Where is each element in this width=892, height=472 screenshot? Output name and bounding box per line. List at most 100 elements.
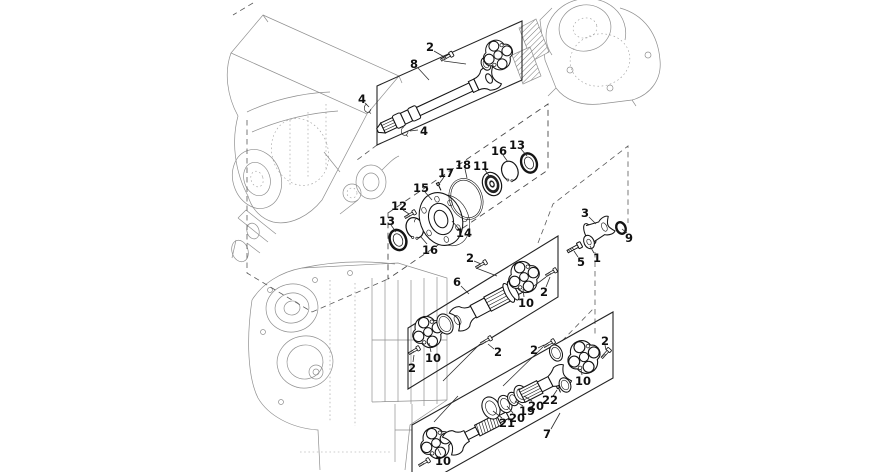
callout-number-12: 12 [391,199,407,213]
callout-number-15: 15 [413,181,429,195]
ring [436,313,454,335]
callout-number-19: 19 [519,404,535,418]
callout-leader-20 [523,395,533,402]
callout-leader-2 [412,354,415,363]
callout-leader-6 [460,285,470,295]
callout-number-11: 11 [473,159,489,173]
mounting-bolts [442,335,557,387]
callout-number-5: 5 [577,255,585,269]
callout-leader-10 [522,288,525,298]
callout-number-2: 2 [466,251,474,265]
bolt [544,267,559,279]
callout-number-10: 10 [435,454,451,468]
callout-leader-2 [537,344,545,349]
seal-ring [517,149,541,177]
splined-shaft [441,411,510,456]
washer [583,234,595,250]
callout-number-1: 1 [593,251,601,265]
callout-number-2: 2 [494,345,502,359]
callout-leader-1 [589,245,595,254]
bolt [479,335,494,347]
callout-leader-2 [473,260,482,265]
callout-number-9: 9 [625,231,633,245]
callout-leader-11 [484,169,491,178]
callout-leader-4 [409,129,419,132]
callout-number-14: 14 [456,226,472,240]
bolt [407,345,422,357]
callout-number-2: 2 [408,361,416,375]
callout-number-2: 2 [540,285,548,299]
callout-number-4: 4 [420,124,428,138]
callout-number-6: 6 [453,275,461,289]
drive-shaft-7-assembly [414,334,613,469]
shaft-8-assembly-box [376,20,523,146]
retainer-clip [401,126,409,137]
callout-leader-22 [552,389,558,397]
callout-leader-2 [433,50,447,59]
callout-leader-10 [437,448,442,456]
gearbox-housing-top-right [511,0,661,107]
callout-leader-15 [424,191,433,201]
callout-leader-4 [364,102,370,108]
callout-number-17: 17 [438,166,454,180]
callout-leader-13 [520,148,528,157]
callout-leader-18 [464,168,468,179]
callout-leader-16 [420,236,428,245]
ring [548,344,564,362]
callout-number-21: 21 [499,416,515,430]
callout-number-2: 2 [530,343,538,357]
callout-number-2: 2 [426,40,434,54]
callout-leader-16 [502,154,509,163]
bearing-assembly-box [387,103,549,280]
callout-number-20: 20 [528,399,544,413]
callout-leader-14 [451,220,460,230]
callout-number-10: 10 [425,351,441,365]
callout-number-7: 7 [543,427,551,441]
drive-shaft-8 [364,34,519,137]
callout-number-16: 16 [422,243,438,257]
callout-leader-10 [580,368,583,376]
callout-number-10: 10 [518,296,534,310]
callout-number-13: 13 [509,138,525,152]
o-ring [614,221,628,235]
shaft-7-assembly-box [411,311,614,472]
callout-leader-9 [621,228,628,234]
callout-number-20: 20 [509,411,525,425]
u-joint [561,334,607,380]
large-ring [448,178,484,220]
reference-lines [232,2,629,342]
snap-ring [498,158,522,185]
callout-number-8: 8 [410,57,418,71]
callout-number-2: 2 [601,334,609,348]
transmission-housing-top-left [226,14,403,263]
callout-leader-13 [390,224,397,233]
callout-number-4: 4 [358,92,366,106]
callout-leader-2 [545,276,551,288]
callout-number-10: 10 [575,374,591,388]
callout-leader-17 [438,176,445,185]
callout-leader-2 [487,343,495,350]
callout-number-18: 18 [455,158,471,172]
shaft-6-assembly-box [407,235,559,390]
callout-leader-3 [588,216,597,225]
callout-leader-21 [492,410,503,419]
callout-leader-12 [402,209,410,215]
seal-ring [385,226,411,254]
transmission-housing-bottom-left [248,261,448,471]
pin [555,384,562,393]
output-yoke-assembly [565,215,628,255]
drive-shaft-6-assembly [406,255,559,357]
callout-number-16: 16 [491,144,507,158]
bearing-carrier [414,192,471,247]
bolt [417,457,432,469]
callout-number-13: 13 [379,214,395,228]
callout-number-22: 22 [542,393,558,407]
callout-leader-2 [604,344,607,351]
callout-leader-8 [417,67,430,81]
callout-leader-5 [573,250,579,258]
callout-leader-20 [506,405,514,414]
callout-leader-19 [514,400,524,407]
